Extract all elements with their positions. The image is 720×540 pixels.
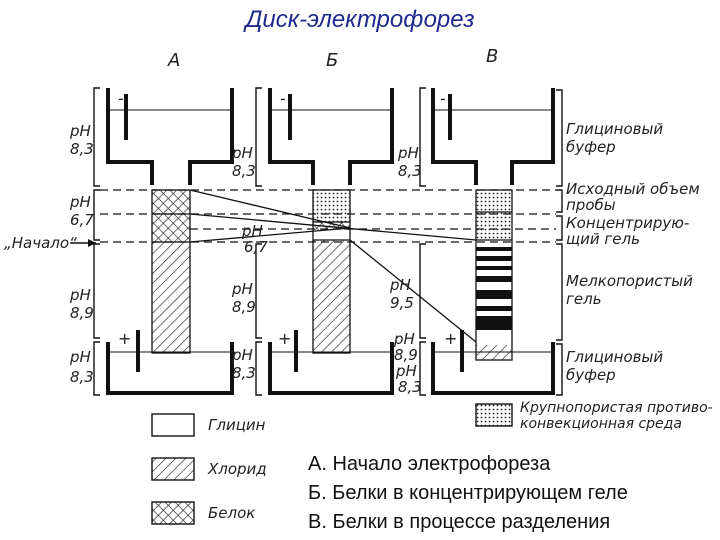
ph-label: pH	[395, 362, 417, 380]
legend-swatch-chloride	[151, 457, 195, 481]
ph-label: pH	[231, 144, 253, 162]
lower-buffer-vessel	[431, 342, 555, 395]
column-label-b: Б	[326, 50, 338, 71]
legend-label: конвекционная среда	[520, 416, 682, 432]
sample-volume-label: Исходный объем	[566, 180, 700, 198]
right-labels: Глициновый буфер Исходный объем пробы Ко…	[566, 120, 700, 384]
ph-label: pH	[393, 330, 415, 348]
ph-label: pH	[231, 346, 253, 364]
ph-value: 8,3	[232, 162, 256, 180]
ph-value: 8,9	[394, 346, 418, 364]
column-b: - +	[268, 88, 394, 395]
plus-sign: +	[444, 329, 457, 348]
glycine-buffer-label: Глициновый	[566, 120, 663, 138]
ph-value: 8,3	[398, 162, 422, 180]
fine-gel-label: Мелкопористый	[566, 272, 693, 290]
plus-sign: +	[278, 329, 291, 348]
protein-zone-2	[152, 214, 190, 242]
ph-value: 6,7	[70, 211, 94, 229]
ph-value: 8,3	[398, 378, 422, 396]
ph-value: 8,3	[232, 364, 256, 382]
glycine-buffer-label: буфер	[566, 138, 616, 156]
protein-bands	[476, 247, 512, 330]
legend: Глицин Хлорид Белок Крупнопористая проти…	[151, 400, 713, 525]
ph-label: pH	[69, 122, 91, 140]
caption-line-b: Б. Белки в концентрирующем геле	[308, 482, 628, 504]
minus-sign: -	[440, 89, 446, 108]
chloride-zone	[152, 242, 190, 353]
chloride-zone	[313, 240, 350, 353]
upper-buffer-vessel	[106, 88, 234, 185]
column-label-v: В	[486, 46, 498, 67]
concentrating-gel-label: щий гель	[566, 230, 640, 248]
ph-label: pH	[397, 144, 419, 162]
glycine-buffer-label: Глициновый	[566, 348, 663, 366]
start-label: „Начало“	[4, 234, 77, 252]
caption: А. Начало электрофореза Б. Белки в конце…	[308, 450, 628, 537]
ph-value: 8,3	[70, 140, 94, 158]
legend-swatch-protein	[151, 501, 195, 525]
right-col-ph-labels: pH 8,3 pH 9,5 pH 8,9 pH 8,3	[389, 144, 422, 396]
plus-sign: +	[118, 329, 131, 348]
minus-sign: -	[118, 89, 124, 108]
lower-buffer-vessel	[106, 342, 234, 395]
protein-band	[313, 222, 350, 230]
left-ph-labels: pH 8,3 pH 6,7 pH 8,9 pH 8,3	[69, 122, 94, 386]
coarse-medium-zone	[313, 190, 350, 222]
ph-label: pH	[69, 193, 91, 211]
legend-swatch-glycine	[151, 413, 195, 437]
ph-value: 8,9	[70, 304, 94, 322]
ph-value: 6,7	[244, 238, 268, 256]
glycine-buffer-label: буфер	[566, 366, 616, 384]
column-v: - +	[431, 88, 555, 395]
concentrating-gel-label: Концентрирую-	[566, 214, 689, 232]
ph-value: 8,3	[70, 368, 94, 386]
page-title: Диск-электрофорез	[245, 6, 475, 33]
protein-zone	[152, 190, 190, 214]
upper-buffer-vessel	[431, 88, 555, 185]
legend-label: Глицин	[208, 416, 266, 434]
ph-label: pH	[69, 286, 91, 304]
column-label-a: А	[167, 50, 180, 71]
lower-buffer-vessel	[268, 342, 394, 395]
arrow-head-icon	[88, 239, 96, 247]
ph-label: pH	[389, 276, 411, 294]
right-brackets	[556, 89, 563, 396]
fine-gel-label: гель	[566, 290, 602, 308]
legend-swatch-coarse-medium	[475, 403, 513, 427]
left-brackets	[93, 87, 426, 396]
ph-value: 8,9	[232, 298, 256, 316]
caption-line-v: В. Белки в процессе разделения	[308, 511, 611, 533]
mid-ph-labels: pH 8,3 pH 6,7 pH 8,9 pH 8,3	[231, 144, 268, 382]
minus-sign: -	[280, 89, 286, 108]
ph-label: pH	[231, 280, 253, 298]
caption-line-a: А. Начало электрофореза	[308, 453, 551, 475]
ph-value: 9,5	[390, 294, 414, 312]
migration-lines	[189, 189, 477, 343]
sample-volume-label: пробы	[566, 196, 616, 214]
legend-label: Белок	[208, 504, 255, 522]
ph-label: pH	[241, 222, 263, 240]
boundary-lines	[100, 189, 556, 243]
legend-label: Крупнопористая противо-	[520, 400, 713, 416]
legend-label: Хлорид	[207, 460, 267, 478]
upper-buffer-vessel	[268, 88, 394, 185]
coarse-medium-zone	[476, 190, 512, 240]
ph-label: pH	[69, 348, 91, 366]
column-a: - +	[106, 88, 234, 395]
